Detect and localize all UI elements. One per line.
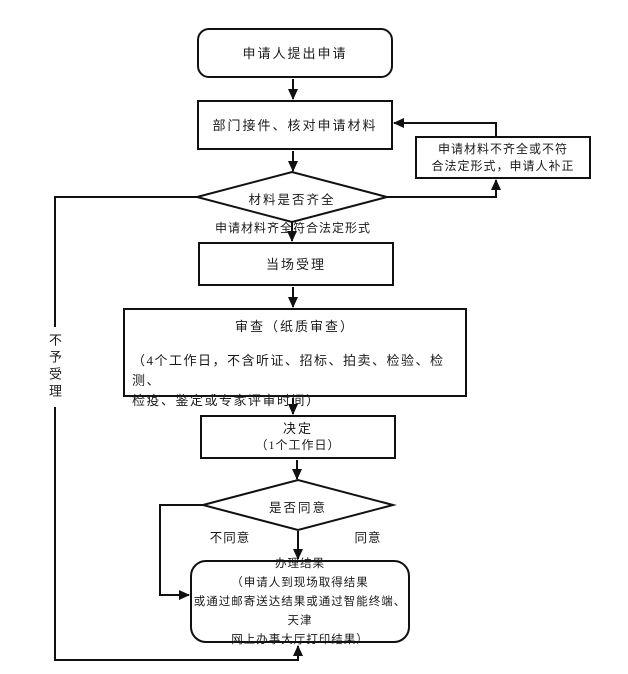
review-note-line1: （4个工作日，不含听证、招标、拍卖、检验、检测、 — [132, 353, 445, 388]
result-label-line2: （申请人到现场取得结果 — [231, 577, 369, 589]
review-node: 审查（纸质审查） （4个工作日，不含听证、招标、拍卖、检验、检测、 检疫、鉴定或… — [123, 308, 467, 408]
start-label: 申请人提出申请 — [242, 45, 348, 61]
receive-node: 部门接件、核对申请材料 — [197, 100, 393, 150]
result-label-line4: 网上办事大厅打印结果） — [231, 634, 369, 646]
disagree-branch-label: 不同意 — [209, 531, 251, 545]
result-label-line3: 或通过邮寄送达结果或通过智能终端、天津 — [193, 596, 407, 627]
materials-check-label: 材料是否齐全 — [248, 193, 336, 207]
start-node: 申请人提出申请 — [197, 28, 393, 78]
edge-materials-check-to-correction — [386, 179, 501, 198]
result-label-line1: 办理结果 — [275, 558, 325, 570]
review-note-line2: 检疫、鉴定或专家评审时间） — [132, 393, 321, 408]
decision-node: 决定 （1个工作日） — [200, 415, 396, 459]
onsite-accept-node: 当场受理 — [198, 242, 394, 286]
agree-branch-label: 同意 — [354, 531, 382, 545]
review-title: 审查（纸质审查） — [234, 319, 355, 334]
complete-note-label: 申请材料齐全符合法定形式 — [214, 221, 371, 235]
correction-label-line2: 合法定形式，申请人补正 — [431, 158, 575, 173]
result-node: 办理结果 （申请人到现场取得结果 或通过邮寄送达结果或通过智能终端、天津 网上办… — [190, 558, 410, 646]
decision-label-line1: 决定 — [282, 421, 313, 436]
decision-label-line2: （1个工作日） — [255, 438, 341, 452]
receive-label: 部门接件、核对申请材料 — [212, 117, 378, 133]
edge-not-accepted-bypass — [54, 196, 303, 661]
agree-check-label: 是否同意 — [268, 501, 327, 515]
edge-correction-to-receive — [393, 118, 497, 136]
correction-node: 申请材料不齐全或不符 合法定形式，申请人补正 — [415, 136, 591, 179]
not-accepted-branch-label: 不予受理 — [47, 327, 64, 407]
agree-check-diamond — [199, 478, 397, 532]
materials-check-diamond — [193, 170, 391, 224]
onsite-accept-label: 当场受理 — [265, 256, 326, 272]
correction-label-line1: 申请材料不齐全或不符 — [437, 141, 568, 156]
edge-disagree-loop — [159, 504, 203, 600]
